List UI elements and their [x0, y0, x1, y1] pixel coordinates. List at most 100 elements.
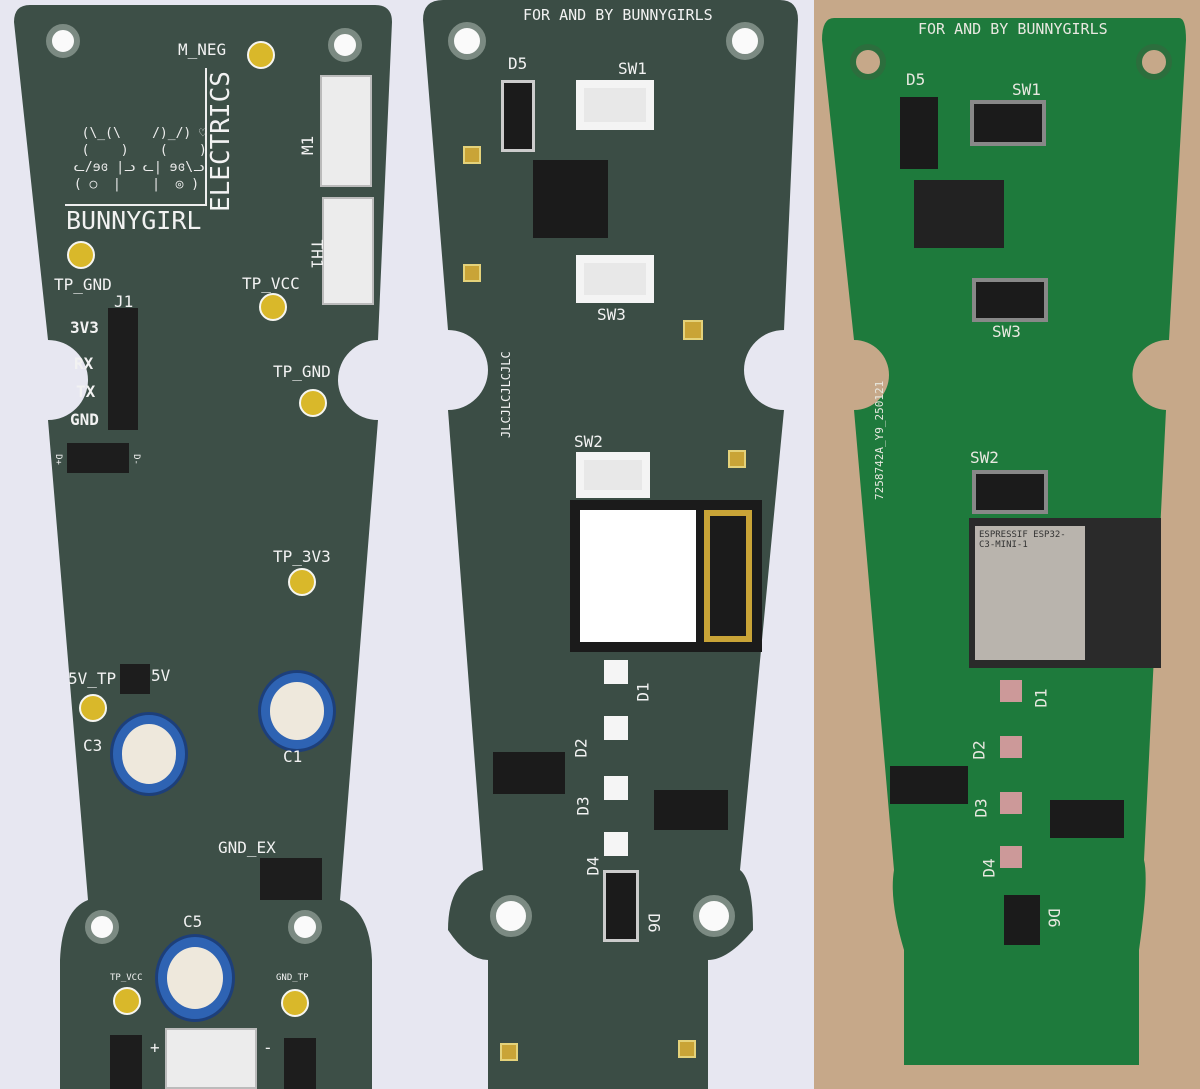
label-j1: J1 — [114, 292, 134, 311]
label-c1: C1 — [283, 747, 303, 766]
label-rx: RX — [74, 354, 94, 373]
pad — [683, 320, 703, 340]
switch-sw3[interactable] — [576, 255, 654, 303]
label-gnd: GND — [70, 410, 99, 429]
pcb-photo: FOR AND BY BUNNYGIRLS D5 SW1 SW3 7258742… — [814, 0, 1200, 1089]
mounting-hole — [490, 895, 532, 937]
connector-th1 — [322, 197, 374, 305]
label-d3: D3 — [971, 798, 991, 818]
capacitor-c5 — [155, 934, 235, 1022]
label-d3: D3 — [573, 796, 593, 816]
capacitor-c1 — [258, 670, 336, 752]
test-pad — [281, 989, 309, 1017]
pad — [463, 264, 481, 282]
label-electrics: ELECTRICS — [206, 71, 236, 212]
led-d3 — [1000, 792, 1022, 814]
mounting-hole — [46, 24, 80, 58]
label-d2: D2 — [571, 738, 591, 758]
label-d4: D4 — [583, 856, 603, 876]
mounting-hole — [288, 910, 322, 944]
regulator — [890, 766, 968, 804]
switch-sw2[interactable] — [576, 452, 650, 498]
pad — [728, 450, 746, 468]
label-sw2: SW2 — [970, 448, 999, 467]
label-tp-vcc-small: TP_VCC — [110, 973, 143, 983]
pad — [500, 1043, 518, 1061]
label-d4: D4 — [979, 858, 999, 878]
led-d2 — [1000, 736, 1022, 758]
label-5v: 5V — [151, 666, 171, 685]
header-usb — [67, 443, 129, 473]
pad — [678, 1040, 696, 1058]
label-d5: D5 — [906, 70, 926, 89]
label-d1: D1 — [633, 682, 653, 702]
jumper-5v — [120, 664, 150, 694]
led-d1 — [604, 660, 628, 684]
label-d2: D2 — [969, 740, 989, 760]
label-3v3: 3V3 — [70, 318, 99, 337]
capacitor-c3 — [110, 712, 188, 796]
label-sw1: SW1 — [618, 59, 647, 78]
led-d4 — [1000, 846, 1022, 868]
test-pad — [67, 241, 95, 269]
esp32-module — [570, 500, 762, 652]
esp32-module: ESPRESSIF ESP32-C3-MINI-1 — [969, 518, 1161, 668]
label-d-minus: D- — [130, 454, 141, 465]
label-gnd-tp-small: GND_TP — [276, 973, 309, 983]
pcb-bottom-render: M_NEG ELECTRICS (\_(\ /)_/) ♡ ( ) ( ) ᓚ/… — [0, 0, 406, 1089]
label-d5: D5 — [508, 54, 528, 73]
connector-m1 — [320, 75, 372, 187]
test-pad — [247, 41, 275, 69]
regulator — [1050, 800, 1124, 838]
label-title: FOR AND BY BUNNYGIRLS — [523, 6, 713, 24]
diode-d6 — [603, 870, 639, 942]
mounting-hole — [1136, 44, 1172, 80]
test-pad — [113, 987, 141, 1015]
test-pad — [288, 568, 316, 596]
silkscreen-line — [65, 204, 207, 206]
label-sw3: SW3 — [597, 305, 626, 324]
test-pad — [259, 293, 287, 321]
header-gnd-ex — [260, 858, 322, 900]
connector-power — [165, 1028, 257, 1089]
switch-sw2[interactable] — [972, 470, 1048, 514]
header-pin — [110, 1035, 142, 1089]
label-plus: + — [150, 1038, 160, 1057]
led-d3 — [604, 776, 628, 800]
diode-d5 — [501, 80, 535, 152]
mounting-hole — [726, 22, 764, 60]
switch-sw1[interactable] — [970, 100, 1046, 146]
label-tp-gnd-2: TP_GND — [273, 362, 331, 381]
regulator — [493, 752, 565, 794]
mounting-hole — [85, 910, 119, 944]
mounting-hole — [850, 44, 886, 80]
header-j1 — [108, 308, 138, 430]
label-tp-vcc: TP_VCC — [242, 274, 300, 293]
mounting-hole — [448, 22, 486, 60]
diode-d6 — [1004, 895, 1040, 945]
label-title: FOR AND BY BUNNYGIRLS — [918, 20, 1108, 38]
label-m-neg: M_NEG — [178, 40, 227, 59]
label-th1: TH1 — [307, 239, 327, 269]
label-d6: D6 — [1044, 908, 1064, 928]
pcb-top-render: FOR AND BY BUNNYGIRLS D5 SW1 SW3 JLCJLCJ… — [408, 0, 812, 1089]
label-tx: TX — [76, 382, 96, 401]
switch-sw3[interactable] — [972, 278, 1048, 322]
label-jlc: JLCJLCJLCJLC — [499, 351, 513, 438]
mounting-hole — [328, 28, 362, 62]
regulator — [914, 180, 1004, 248]
switch-sw1[interactable] — [576, 80, 654, 130]
label-sw3: SW3 — [992, 322, 1021, 341]
regulator — [654, 790, 728, 830]
regulator — [533, 160, 608, 238]
silkscreen-line — [205, 68, 207, 206]
header-pin — [284, 1038, 316, 1089]
diode-d5 — [900, 97, 938, 169]
led-d1 — [1000, 680, 1022, 702]
pad — [463, 146, 481, 164]
label-sw1: SW1 — [1012, 80, 1041, 99]
module-shield-label: ESPRESSIF ESP32-C3-MINI-1 — [975, 526, 1085, 660]
label-tp-gnd: TP_GND — [54, 275, 112, 294]
label-c3: C3 — [83, 736, 103, 755]
label-d-plus: D+ — [52, 454, 63, 465]
